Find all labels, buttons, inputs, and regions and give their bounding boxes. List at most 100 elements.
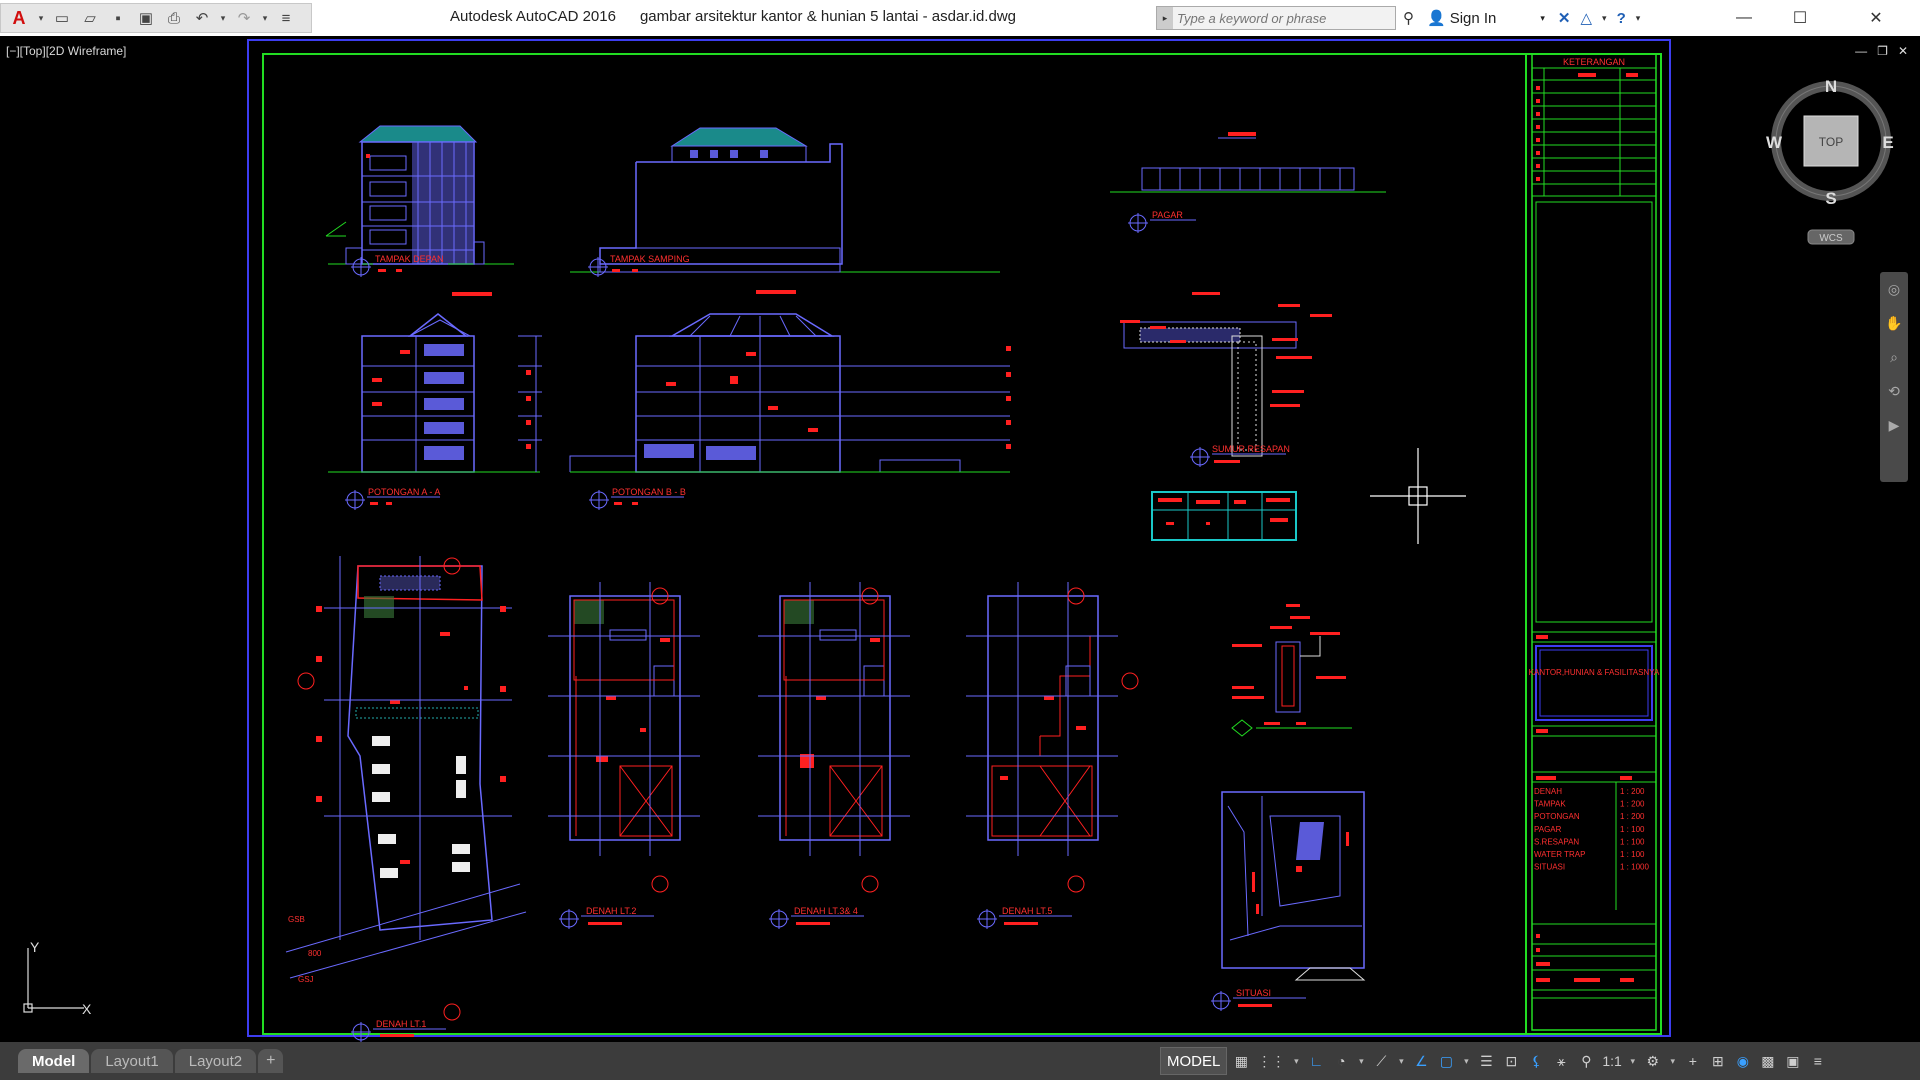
minimize-button[interactable]: —	[1736, 9, 1752, 26]
viewcube-face-top[interactable]: TOP	[1819, 135, 1843, 149]
annotation-scale-icon[interactable]: ⚲	[1581, 1052, 1592, 1069]
save-icon[interactable]: ▪	[115, 9, 121, 27]
orbit-icon[interactable]: ⟲	[1888, 382, 1900, 399]
chevron-down-icon[interactable]: ▾	[1602, 12, 1607, 23]
status-bar: MODEL ▦ ⋮⋮ ▾ ∟ ◔ ▾ ⟋ ▾ ∠ ▢ ▾ ☰ ⊡ ⚸ ⚹ ⚲ 1…	[1160, 1042, 1920, 1080]
polar-tracking-icon[interactable]: ◔	[1337, 1053, 1346, 1069]
view-label-denah-lt34: DENAH LT.3& 4	[794, 906, 858, 916]
viewport-restore-icon[interactable]: ❐	[1877, 44, 1888, 58]
add-layout-button[interactable]: +	[258, 1049, 284, 1073]
dropdown-icon[interactable]: ▾	[38, 12, 44, 23]
search-expand-icon[interactable]: ▸	[1157, 7, 1173, 29]
zoom-extents-icon[interactable]: ⌕	[1890, 348, 1898, 365]
customization-menu-icon[interactable]: ≡	[1813, 1053, 1822, 1069]
user-icon: 👤	[1427, 10, 1446, 27]
close-button[interactable]: ✕	[1869, 10, 1883, 27]
tb-scale-name: S.RESAPAN	[1534, 837, 1579, 846]
autocad-logo-icon[interactable]: A	[12, 7, 26, 28]
tb-project-title: KANTOR,HUNIAN & FASILITASNYA	[1529, 668, 1660, 677]
lineweight-icon[interactable]: ☰	[1480, 1052, 1493, 1069]
undo-icon[interactable]: ↶	[195, 10, 209, 27]
redo-icon[interactable]: ↷	[237, 10, 251, 27]
osnap-dropdown-icon[interactable]: ▾	[1464, 1055, 1469, 1066]
grid-icon[interactable]: ▦	[1234, 1052, 1248, 1069]
exchange-apps-icon[interactable]: ✕	[1557, 10, 1571, 27]
polar-dropdown-icon[interactable]: ▾	[1359, 1055, 1364, 1066]
maximize-button[interactable]: ☐	[1792, 10, 1808, 27]
tb-header: KETERANGAN	[1563, 57, 1625, 67]
print-icon[interactable]: ⎙	[167, 9, 180, 27]
sheet-outer-frame	[247, 39, 1671, 1037]
compass-east[interactable]: E	[1882, 133, 1893, 152]
new-file-icon[interactable]: ▭	[54, 10, 70, 27]
viewport-controls-label[interactable]: [−][Top][2D Wireframe]	[6, 44, 127, 58]
search-input[interactable]	[1173, 7, 1383, 29]
snap-icon[interactable]: ⋮⋮	[1257, 1052, 1286, 1069]
label-potongan-b: POTONGAN B - B	[589, 487, 686, 510]
annotation-scale-value[interactable]: 1:1	[1602, 1053, 1622, 1069]
annotation-visibility-icon[interactable]: ⚸	[1531, 1052, 1542, 1069]
ucs-x-label: X	[82, 1001, 92, 1017]
compass-south[interactable]: S	[1825, 189, 1836, 208]
water-trap-drawing	[1231, 604, 1352, 737]
help-icon[interactable]: ?	[1616, 9, 1626, 27]
wcs-menu[interactable]: WCS	[1819, 233, 1843, 244]
document-title: gambar arsitektur kantor & hunian 5 lant…	[639, 8, 1016, 25]
model-space-button[interactable]: MODEL	[1160, 1047, 1228, 1075]
tb-scale-name: TAMPAK	[1534, 800, 1566, 809]
gsb-label: GSB	[288, 915, 305, 924]
snap-dropdown-icon[interactable]: ▾	[1294, 1055, 1299, 1066]
object-snap-icon[interactable]: ▢	[1439, 1052, 1453, 1069]
clean-screen-icon[interactable]: ▣	[1786, 1052, 1800, 1069]
view-label-denah-lt1: DENAH LT.1	[376, 1019, 426, 1029]
compass-north[interactable]: N	[1825, 77, 1837, 96]
pan-icon[interactable]: ✋	[1885, 314, 1903, 331]
denah-lt1-drawing: GSB GSJ 800	[285, 556, 527, 1021]
label-potongan-a: POTONGAN A - A	[345, 487, 440, 510]
label-sumur-resapan: SUMUR RESAPAN	[1190, 444, 1290, 467]
auto-scale-icon[interactable]: ⚹	[1557, 1052, 1566, 1069]
binoculars-icon[interactable]: ⚲	[1403, 10, 1414, 27]
scale-dropdown-icon[interactable]: ▾	[1630, 1055, 1636, 1066]
transparency-icon[interactable]: ⊡	[1505, 1052, 1518, 1069]
undo-dropdown-icon[interactable]: ▾	[220, 12, 226, 23]
label-denah-lt5: DENAH LT.5	[977, 906, 1072, 929]
viewport-close-icon[interactable]: ✕	[1897, 44, 1908, 58]
full-navigation-wheel-icon[interactable]: ◎	[1887, 280, 1901, 297]
units-icon[interactable]: ⊞	[1711, 1052, 1724, 1069]
open-file-icon[interactable]: ▱	[84, 10, 96, 27]
hardware-acceleration-icon[interactable]: ▩	[1761, 1052, 1775, 1069]
situasi-drawing	[1221, 791, 1366, 981]
help-dropdown-icon[interactable]: ▾	[1635, 12, 1641, 23]
viewport-minimize-icon[interactable]: —	[1855, 44, 1868, 58]
tab-layout2[interactable]: Layout2	[174, 1049, 257, 1073]
redo-dropdown-icon[interactable]: ▾	[262, 12, 268, 23]
isodraft-dropdown-icon[interactable]: ▾	[1399, 1055, 1404, 1066]
isolate-objects-icon[interactable]: ◉	[1736, 1052, 1749, 1069]
isodraft-icon[interactable]: ⟋	[1376, 1052, 1387, 1069]
drawing-canvas[interactable]: KETERANGAN	[0, 36, 1920, 1042]
compass-west[interactable]: W	[1766, 133, 1783, 152]
tb-legend-rows	[1532, 68, 1656, 197]
workspace-dropdown-icon[interactable]: ▾	[1670, 1055, 1676, 1066]
workspace-gear-icon[interactable]: ⚙	[1646, 1052, 1660, 1069]
sign-in-button[interactable]: 👤 Sign In ▾	[1421, 9, 1551, 28]
object-snap-tracking-icon[interactable]: ∠	[1415, 1052, 1428, 1069]
tab-model[interactable]: Model	[18, 1049, 90, 1073]
autodesk-360-icon[interactable]: △	[1580, 10, 1593, 27]
customize-qat-icon[interactable]: ≡	[281, 9, 291, 27]
cad-drawing-sheet[interactable]: KETERANGAN	[0, 36, 1920, 1042]
ortho-icon[interactable]: ∟	[1309, 1053, 1324, 1069]
tab-layout1[interactable]: Layout1	[91, 1049, 173, 1073]
denah-lt2-drawing	[548, 582, 700, 893]
save-as-icon[interactable]: ▣	[138, 10, 154, 27]
view-label-sumur-resapan: SUMUR RESAPAN	[1212, 444, 1290, 454]
viewcube[interactable]: TOP N S E W WCS	[1766, 77, 1894, 245]
showmotion-icon[interactable]: ▶	[1888, 416, 1900, 433]
annotation-monitor-icon[interactable]: +	[1688, 1053, 1697, 1069]
viewport-window-controls: — ❐ ✕	[1855, 44, 1908, 58]
